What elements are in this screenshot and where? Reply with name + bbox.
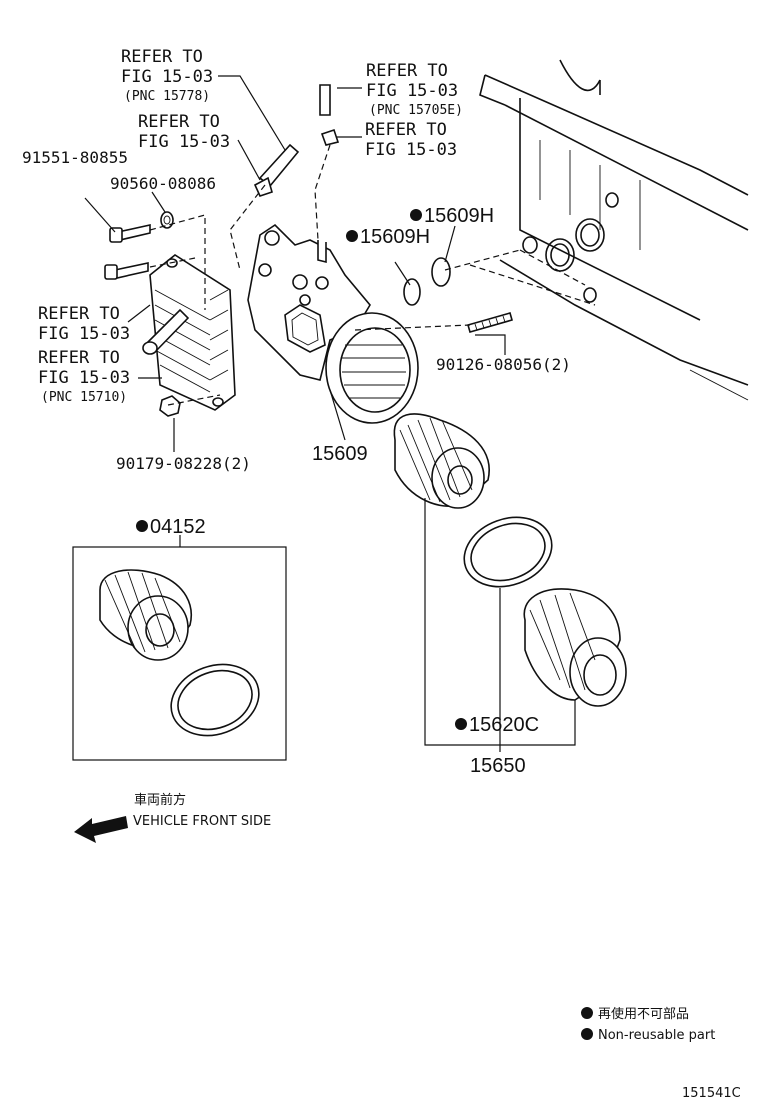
ref-15710-line1: REFER TO [38, 348, 120, 368]
part-91551: 91551-80855 [22, 148, 128, 167]
filled-circle-icon [410, 209, 422, 221]
part-90126: 90126-08056(2) [436, 355, 571, 374]
engine-block [479, 59, 749, 401]
label-ref-c: REFER TO FIG 15-03 [38, 304, 130, 344]
label-15609h-b: 15609H [410, 205, 494, 227]
part-04152: 04152 [150, 516, 206, 538]
label-15620c: 15620C [455, 714, 539, 736]
filter-kit-box [72, 546, 287, 761]
illustration-id: 151541C [682, 1086, 741, 1101]
label-ref-b: REFER TO FIG 15-03 [365, 120, 457, 160]
label-ref-15710: REFER TO FIG 15-03 (PNC 15710) [38, 348, 130, 405]
filter-bracket-15609 [247, 223, 419, 424]
part-90560: 90560-08086 [110, 174, 216, 193]
ref-a-line2: FIG 15-03 [138, 132, 230, 152]
label-ref-15705e: REFER TO FIG 15-03 (PNC 15705E) [366, 61, 463, 118]
hose-15778 [253, 143, 300, 197]
oil-cooler [142, 254, 236, 411]
filled-circle-icon [455, 718, 467, 730]
part-90179: 90179-08228(2) [116, 454, 251, 473]
ref-c-line1: REFER TO [38, 304, 120, 324]
stud-90126 [467, 312, 513, 333]
part-15650: 15650 [470, 755, 526, 777]
ref-15778-line2: FIG 15-03 [121, 67, 213, 87]
front-label-jp: 車両前方 [134, 792, 186, 808]
o-ring-15620c [463, 516, 553, 588]
ref-15778-pnc: (PNC 15778) [124, 89, 210, 104]
ref-15705e-line1: REFER TO [366, 61, 448, 81]
label-ref-15778: REFER TO FIG 15-03 (PNC 15778) [121, 47, 213, 104]
part-15620c: 15620C [469, 714, 539, 736]
ref-15705e-pnc: (PNC 15705E) [369, 103, 463, 118]
filled-circle-icon [581, 1007, 593, 1019]
ref-b-line2: FIG 15-03 [365, 140, 457, 160]
hose-15705e [319, 84, 340, 146]
o-ring-15609h-b [431, 257, 451, 287]
part-15609: 15609 [312, 443, 368, 465]
ref-b-line1: REFER TO [365, 120, 447, 140]
nut-90179 [159, 395, 181, 417]
front-arrow-icon [74, 816, 128, 843]
bolt-upper-cooler [104, 262, 149, 280]
filter-cap [523, 588, 627, 707]
part-15609h-a: 15609H [360, 226, 430, 248]
legend-en: Non-reusable part [598, 1028, 715, 1043]
filled-circle-icon [136, 520, 148, 532]
label-ref-a: REFER TO FIG 15-03 [138, 112, 230, 152]
ref-c-line2: FIG 15-03 [38, 324, 130, 344]
washer-90560 [160, 211, 174, 229]
ref-15778-line1: REFER TO [121, 47, 203, 67]
vehicle-front-indicator: 車両前方 VEHICLE FRONT SIDE [74, 792, 271, 843]
label-15609h-a: 15609H [346, 226, 430, 248]
filled-circle-icon [581, 1028, 593, 1040]
ref-15710-pnc: (PNC 15710) [41, 390, 127, 405]
bolt-91551 [109, 224, 151, 243]
ref-15710-line2: FIG 15-03 [38, 368, 130, 388]
ref-15705e-line2: FIG 15-03 [366, 81, 458, 101]
legend: 再使用不可部品 Non-reusable part [581, 1006, 715, 1043]
o-ring-15609h-a [403, 278, 421, 306]
filter-element-center [393, 413, 490, 509]
filled-circle-icon [346, 230, 358, 242]
ref-a-line1: REFER TO [138, 112, 220, 132]
legend-jp: 再使用不可部品 [598, 1006, 689, 1022]
leader-lines [84, 75, 596, 752]
front-label-en: VEHICLE FRONT SIDE [133, 814, 271, 829]
part-15609h-b: 15609H [424, 205, 494, 227]
label-04152: 04152 [136, 516, 206, 538]
